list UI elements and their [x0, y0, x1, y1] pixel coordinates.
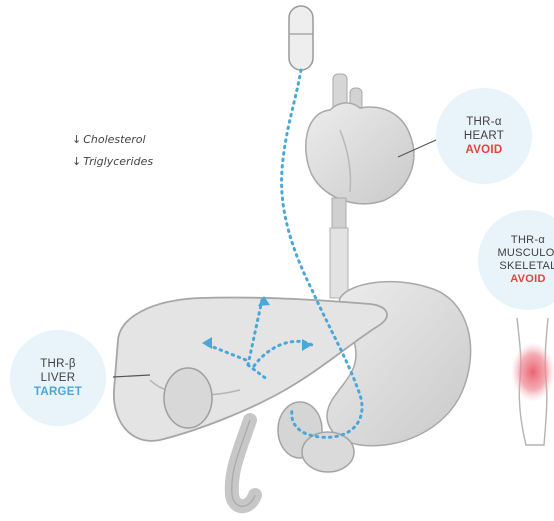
lipid-effects: ↓Cholesterol ↓Triglycerides — [72, 129, 153, 173]
heart-action: AVOID — [465, 143, 502, 157]
muscle-action: AVOID — [510, 273, 546, 286]
muscle-receptor: THR-α — [511, 234, 545, 247]
esophagus — [330, 228, 348, 298]
gallbladder — [164, 368, 212, 428]
liver-label: THR-β LIVER TARGET — [10, 330, 106, 426]
triglycerides-effect: ↓Triglycerides — [72, 151, 153, 173]
heart-label: THR-α HEART AVOID — [436, 88, 532, 184]
cholesterol-effect: ↓Cholesterol — [72, 129, 153, 151]
capsule-icon — [289, 6, 313, 70]
down-arrow-icon: ↓ — [72, 155, 81, 168]
muscle-organ-line2: SKELETAL — [499, 260, 554, 273]
muscle-highlight — [511, 342, 554, 402]
heart-receptor: THR-α — [466, 115, 502, 129]
liver-receptor: THR-β — [40, 357, 76, 371]
liver-action: TARGET — [34, 385, 82, 399]
down-arrow-icon: ↓ — [72, 133, 81, 146]
muscle-organ-line1: MUSCULO- — [497, 247, 554, 260]
leg-illustration — [511, 318, 554, 445]
heart-organ: HEART — [464, 129, 504, 143]
liver-organ: LIVER — [41, 371, 76, 385]
heart-illustration — [306, 74, 414, 228]
